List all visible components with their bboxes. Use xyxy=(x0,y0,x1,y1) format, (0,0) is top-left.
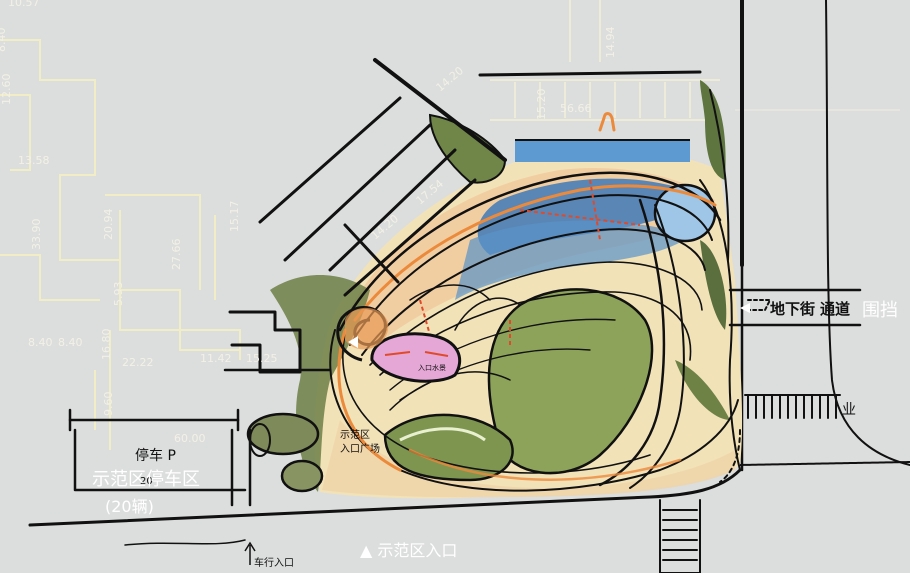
dim-14-94: 14.94 xyxy=(604,27,617,59)
dim-8-40-top: 8.40 xyxy=(0,28,8,53)
red-arrows xyxy=(419,179,641,345)
industry-suffix-label: 业 xyxy=(842,402,856,418)
demo-entry-bottom-label: ▲ 示范区入口 xyxy=(360,541,457,560)
dim-27-66: 27.66 xyxy=(170,239,183,271)
dim-56-66: 56.66 xyxy=(560,102,592,115)
dim-13-58: 13.58 xyxy=(18,154,50,167)
white-arrows xyxy=(348,303,750,348)
dim-11-42: 11.42 xyxy=(200,352,232,365)
background-cad-outlines xyxy=(0,39,241,450)
road-edges xyxy=(28,0,910,527)
dim-22-22: 22.22 xyxy=(122,356,154,369)
handwritten-labels: 地下街 通道 围挡 业 停车 P 20 示范区 入口广场 车行入口 xyxy=(135,300,898,569)
dim-9-60: 9.60 xyxy=(102,392,115,417)
background-parking-grid xyxy=(490,0,900,121)
dim-16-80: 16.80 xyxy=(100,329,113,361)
demo-parking-label: 示范区停车区 xyxy=(92,469,200,490)
pink-feature-label: 入口水景 xyxy=(418,363,446,372)
ink-swirls xyxy=(329,89,741,492)
dim-15-17: 15.17 xyxy=(228,201,241,233)
dim-33-90: 33.90 xyxy=(30,219,43,251)
building-outlines xyxy=(68,58,702,546)
demo-entry-hand-1: 示范区 xyxy=(340,428,370,441)
vehicle-entry-arrow xyxy=(244,541,256,565)
dim-8-40-b: 8.40 xyxy=(58,336,83,349)
fence-label: 围挡 xyxy=(862,300,898,321)
dim-8-40-a: 8.40 xyxy=(28,336,53,349)
dim-14-20-top: 14.20 xyxy=(434,64,466,94)
passage-label: 通道 xyxy=(820,300,850,318)
dim-20-94: 20.94 xyxy=(102,209,115,241)
dim-15-25: 15.25 xyxy=(246,352,278,365)
demo-parking-count: (20辆) xyxy=(105,497,154,516)
entry-water-feature: 入口水景 xyxy=(370,332,462,383)
dim-12-60: 12.60 xyxy=(0,74,13,106)
underground-passage xyxy=(659,288,862,573)
dim-60-00: 60.00 xyxy=(174,432,206,445)
vehicle-entry-hand: 车行入口 xyxy=(254,556,294,569)
dim-5-93: 5.93 xyxy=(112,282,125,307)
overlay-captions: 示范区停车区 (20辆) ▲ 示范区入口 xyxy=(92,469,457,560)
orange-paths xyxy=(337,112,717,481)
parking-p-label: 停车 P xyxy=(135,447,176,464)
parking-count-hand: 20 xyxy=(140,476,153,487)
dim-15-20: 15.20 xyxy=(535,89,548,121)
dim-10-57: 10.57 xyxy=(8,0,40,9)
demo-entry-hand-2: 入口广场 xyxy=(340,442,380,455)
underground-label: 地下街 xyxy=(770,300,815,318)
